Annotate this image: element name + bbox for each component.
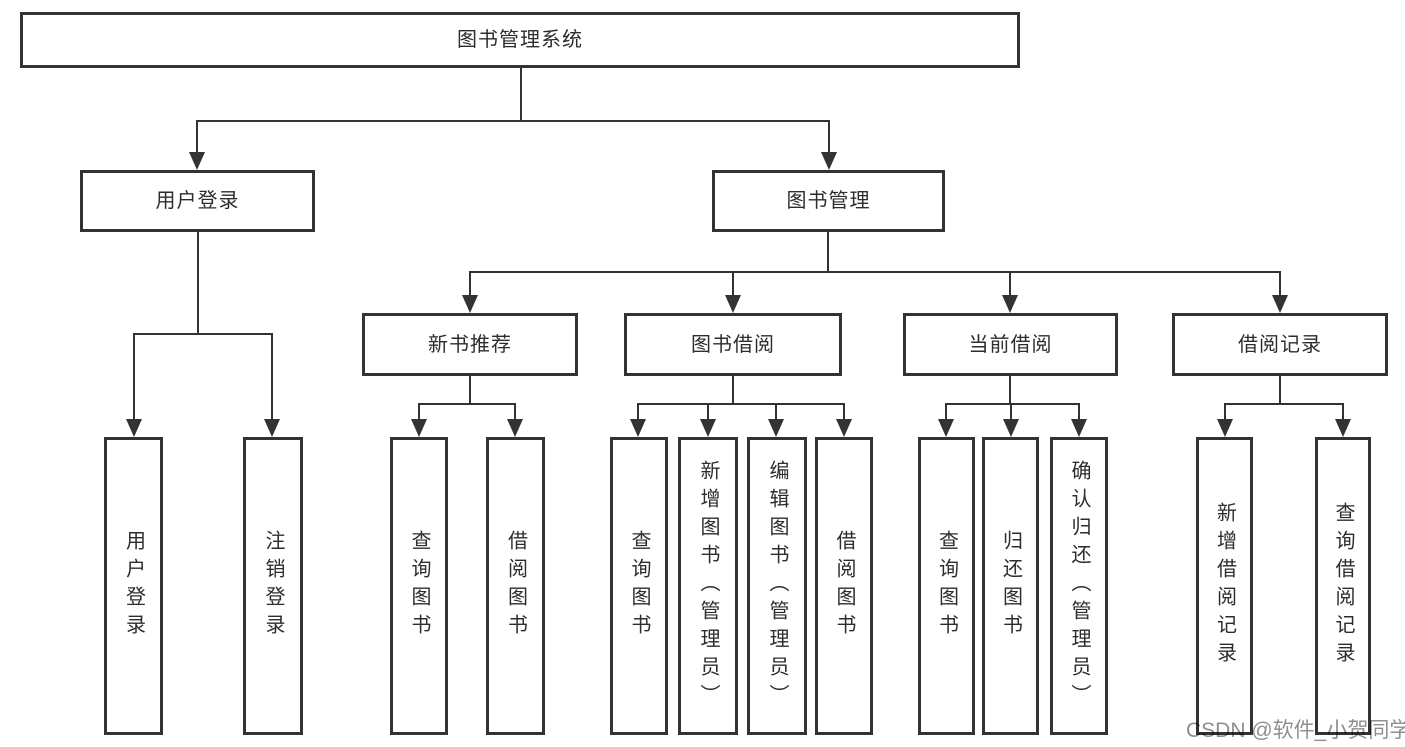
leaf-confirm-return-admin: 确认归还（管理员） [1050,437,1108,735]
arrow-down-icon [1003,419,1019,437]
arrow-down-icon [507,419,523,437]
connector-line-horizontal [945,403,1079,405]
connector-line-vertical [827,232,829,273]
arrow-down-icon [1002,295,1018,313]
connector-line-vertical [828,120,830,152]
leaf-logout: 注销登录 [243,437,303,735]
connector-line-vertical [775,403,777,419]
arrow-down-icon [411,419,427,437]
connector-line-horizontal [196,120,830,122]
connector-line-vertical [1224,403,1226,419]
connector-line-vertical [196,120,198,152]
arrow-down-icon [126,419,142,437]
leaf-borrow-books-recommend: 借阅图书 [486,437,545,735]
connector-line-vertical [1342,403,1344,419]
connector-line-vertical [197,232,199,335]
leaf-query-books-borrow: 查询图书 [610,437,668,735]
connector-line-vertical [469,271,471,295]
arrow-down-icon [836,419,852,437]
leaf-return-book: 归还图书 [982,437,1039,735]
connector-line-vertical [637,403,639,419]
connector-line-horizontal [133,333,273,335]
leaf-edit-book-admin: 编辑图书（管理员） [747,437,807,735]
connector-line-horizontal [1224,403,1343,405]
connector-line-vertical [514,403,516,419]
arrow-down-icon [1335,419,1351,437]
connector-line-vertical [1009,376,1011,405]
connector-line-horizontal [637,403,844,405]
connector-line-vertical [418,403,420,419]
connector-line-horizontal [418,403,516,405]
arrow-down-icon [821,152,837,170]
arrow-down-icon [1071,419,1087,437]
arrow-down-icon [264,419,280,437]
connector-line-vertical [1009,271,1011,295]
arrow-down-icon [938,419,954,437]
node-library-system-root: 图书管理系统 [20,12,1020,68]
csdn-watermark: CSDN @软件_小贺同学 [1186,719,1405,742]
node-book-borrow: 图书借阅 [624,313,842,376]
node-user-login: 用户登录 [80,170,315,232]
connector-line-vertical [1279,376,1281,405]
connector-line-vertical [707,403,709,419]
leaf-user-login: 用户登录 [104,437,163,735]
connector-line-vertical [732,376,734,405]
arrow-down-icon [1272,295,1288,313]
leaf-query-borrow-record: 查询借阅记录 [1315,437,1371,735]
arrow-down-icon [725,295,741,313]
connector-line-vertical [520,66,522,121]
connector-line-vertical [1010,403,1012,419]
arrow-down-icon [189,152,205,170]
connector-line-vertical [945,403,947,419]
arrow-down-icon [630,419,646,437]
connector-line-vertical [732,271,734,295]
connector-line-vertical [133,333,135,419]
node-book-management: 图书管理 [712,170,945,232]
connector-line-vertical [469,376,471,405]
leaf-add-borrow-record: 新增借阅记录 [1196,437,1253,735]
node-borrow-records: 借阅记录 [1172,313,1388,376]
leaf-borrow-books: 借阅图书 [815,437,873,735]
arrow-down-icon [1217,419,1233,437]
arrow-down-icon [700,419,716,437]
connector-line-vertical [271,333,273,419]
arrow-down-icon [462,295,478,313]
leaf-add-book-admin: 新增图书（管理员） [678,437,738,735]
leaf-query-books-current: 查询图书 [918,437,975,735]
arrow-down-icon [768,419,784,437]
connector-line-vertical [1279,271,1281,295]
node-current-borrow: 当前借阅 [903,313,1118,376]
node-new-book-recommend: 新书推荐 [362,313,578,376]
connector-line-horizontal [469,271,1280,273]
leaf-query-books-recommend: 查询图书 [390,437,448,735]
connector-line-vertical [1078,403,1080,419]
connector-line-vertical [843,403,845,419]
